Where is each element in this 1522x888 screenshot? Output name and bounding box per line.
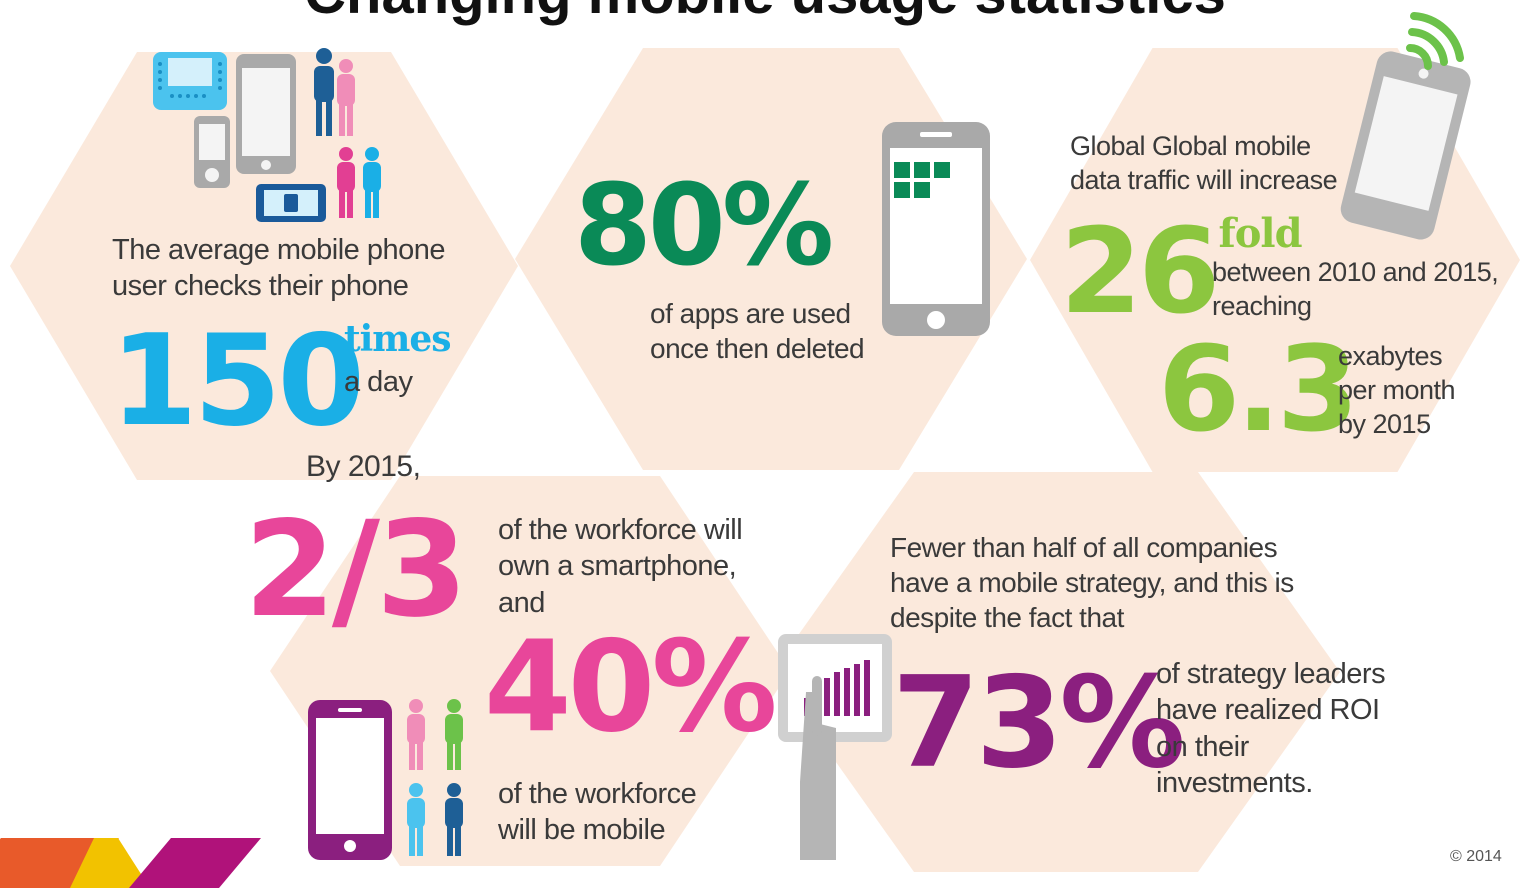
- stripe-magenta: [129, 838, 261, 888]
- feature-phone-icon: [194, 116, 230, 188]
- stat-number-73-percent: 73%: [892, 649, 1186, 796]
- smartphone-icon: [882, 122, 990, 336]
- mobile-devices-illustration: [153, 48, 381, 222]
- stat-intro-text: By 2015,: [306, 450, 421, 483]
- smartphone-icon: [236, 54, 296, 174]
- stat-number-40-percent: 40%: [484, 613, 778, 760]
- stat-number-2-3: 2/3: [244, 493, 468, 647]
- stat-text-2: of the workforce will be mobile: [498, 778, 697, 847]
- stat-text: of apps are used once then deleted: [650, 298, 865, 364]
- people-icon: [314, 48, 381, 218]
- stat-text: between 2010 and 2015, reaching: [1212, 257, 1499, 321]
- people-icon: [407, 699, 463, 856]
- stat-number-6-3: 6.3: [1158, 320, 1359, 458]
- stat-text: of the workforce will own a smartphone, …: [498, 514, 743, 619]
- stat-number-80-percent: 80%: [574, 161, 834, 291]
- stat-suffix: a day: [344, 366, 413, 398]
- stat-number-26: 26: [1060, 202, 1220, 340]
- tablet-chart-icon: [778, 634, 892, 860]
- tablet-wifi-icon: [1340, 12, 1471, 240]
- copyright-text: © 2014: [1450, 848, 1502, 865]
- stat-unit-fold: - fold: [1190, 210, 1303, 257]
- keyboard-phone-icon: [153, 52, 227, 110]
- stat-unit-times: times: [344, 318, 452, 360]
- stat-intro-text: The average mobile phone user checks the…: [112, 234, 446, 303]
- stat-intro-text: Global Global mobile data traffic will i…: [1070, 131, 1338, 195]
- stat-text: of strategy leaders have realized ROI on…: [1156, 658, 1386, 799]
- keyboard-phone-icon-2: [256, 184, 326, 222]
- stat-number-150: 150: [110, 307, 365, 454]
- smartphone-icon: [308, 700, 392, 860]
- smartphone-people-icon: [308, 699, 463, 860]
- stat-intro-text: Fewer than half of all companies have a …: [890, 532, 1294, 633]
- stat-text-2: exabytes per month by 2015: [1338, 341, 1456, 439]
- page-title: Changing mobile usage statistics: [190, 0, 1340, 27]
